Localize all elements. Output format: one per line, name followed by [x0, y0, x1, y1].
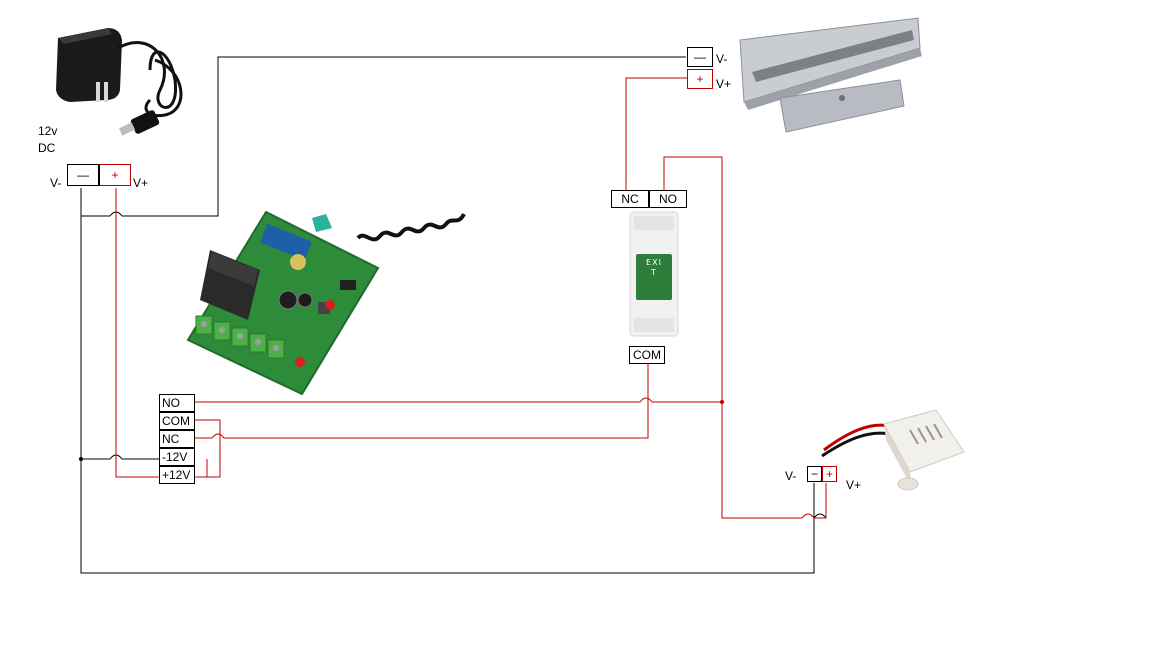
relay-terminal-neg12v: -12V: [159, 448, 195, 466]
exit-button-image: [629, 211, 679, 337]
maglock-image: [739, 17, 922, 133]
exit-com-terminal: COM: [629, 346, 665, 364]
buzzer-pos-label: V+: [846, 478, 862, 492]
relay-terminal-com: COM: [159, 412, 195, 430]
exit-no-terminal: NO: [649, 190, 687, 208]
buzzer-pos-terminal: +: [822, 466, 837, 482]
relay-terminal-pos12v: +12V: [159, 466, 195, 484]
wire-junction: [720, 400, 724, 404]
exit-button-face-text: EXIT: [646, 258, 662, 277]
positive-wires: [115, 77, 827, 519]
power-pos-label: V+: [133, 176, 149, 190]
relay-terminal-nc: NC: [159, 430, 195, 448]
power-pos-terminal: +: [99, 164, 131, 186]
exit-nc-terminal: NC: [611, 190, 649, 208]
relay-terminal-no: NO: [159, 394, 195, 412]
maglock-pos-label: V+: [716, 77, 732, 91]
power-voltage-label: 12v: [38, 124, 58, 138]
power-neg-label: V-: [50, 176, 62, 190]
power-type-label: DC: [38, 141, 56, 155]
wire-junction: [79, 457, 83, 461]
negative-wires: [80, 56, 827, 574]
buzzer-image: [821, 409, 965, 491]
maglock-neg-label: V-: [716, 52, 728, 66]
power-adapter-image: [56, 28, 183, 136]
buzzer-neg-terminal: −: [807, 466, 822, 482]
relay-board-image: [186, 210, 466, 396]
maglock-pos-terminal: +: [687, 69, 713, 89]
power-neg-terminal: —: [67, 164, 99, 186]
buzzer-neg-label: V-: [785, 469, 797, 483]
maglock-neg-terminal: —: [687, 47, 713, 67]
